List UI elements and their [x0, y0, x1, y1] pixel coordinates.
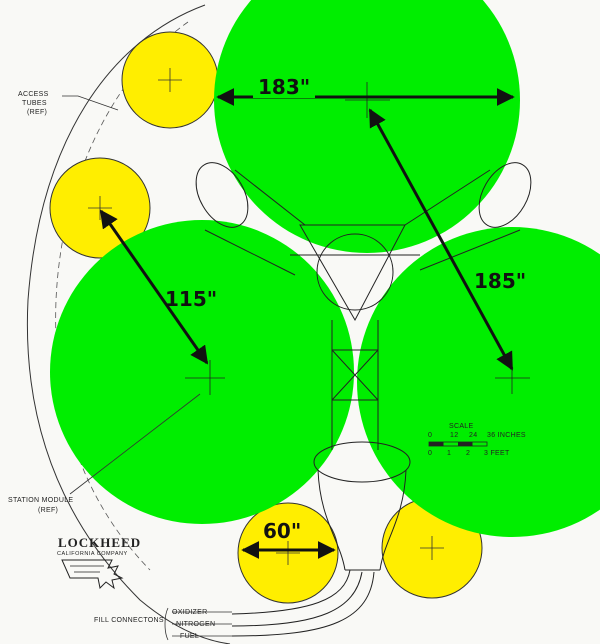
- dim-label-top: 183": [258, 75, 310, 99]
- scale-inches-24: 24: [469, 432, 477, 439]
- scale-title: SCALE: [449, 423, 473, 430]
- access-tubes-ref: (REF): [27, 109, 47, 116]
- lockheed-logo: LOCKHEED CALIFORNIA COMPANY: [57, 535, 141, 590]
- scale-inches-36: 36 INCHES: [487, 432, 526, 439]
- dim-label-small: 60": [263, 519, 301, 543]
- scale-inches-0: 0: [428, 432, 432, 439]
- dim-arrow-right: [368, 108, 514, 371]
- fill-fuel-label: FUEL: [180, 633, 199, 640]
- logo-star-icon: [61, 559, 124, 590]
- tank-circle-left: [50, 220, 354, 524]
- scale-feet-3: 3 FEET: [484, 450, 510, 457]
- logo-name: LOCKHEED: [58, 535, 141, 550]
- tank-circle-top: [214, 0, 520, 253]
- access-tubes-label-2: TUBES: [22, 100, 47, 107]
- fill-nitrogen-label: NITROGEN: [176, 621, 215, 628]
- leader-lines: [62, 95, 232, 637]
- dim-label-right: 185": [474, 269, 526, 293]
- scale-feet-0: 0: [428, 450, 432, 457]
- station-module-ref: (REF): [38, 507, 58, 514]
- scale-bar: SCALE 0 12 24 36 INCHES 0 1 2 3 FEET: [428, 423, 526, 457]
- scale-feet-2: 2: [466, 450, 470, 457]
- dim-arrow-left: [99, 209, 209, 365]
- station-module-label: STATION MODULE: [8, 497, 73, 504]
- scale-feet-1: 1: [447, 450, 451, 457]
- logo-subtitle: CALIFORNIA COMPANY: [57, 551, 128, 557]
- scale-inches-12: 12: [450, 432, 458, 439]
- fill-oxidizer-label: OXIDIZER: [172, 609, 207, 616]
- access-tubes-label: ACCESS: [18, 91, 49, 98]
- fill-connectors-label: FILL CONNECTONS: [94, 617, 164, 624]
- outer-boundary-arc: [26, 4, 231, 644]
- dim-label-left: 115": [165, 287, 217, 311]
